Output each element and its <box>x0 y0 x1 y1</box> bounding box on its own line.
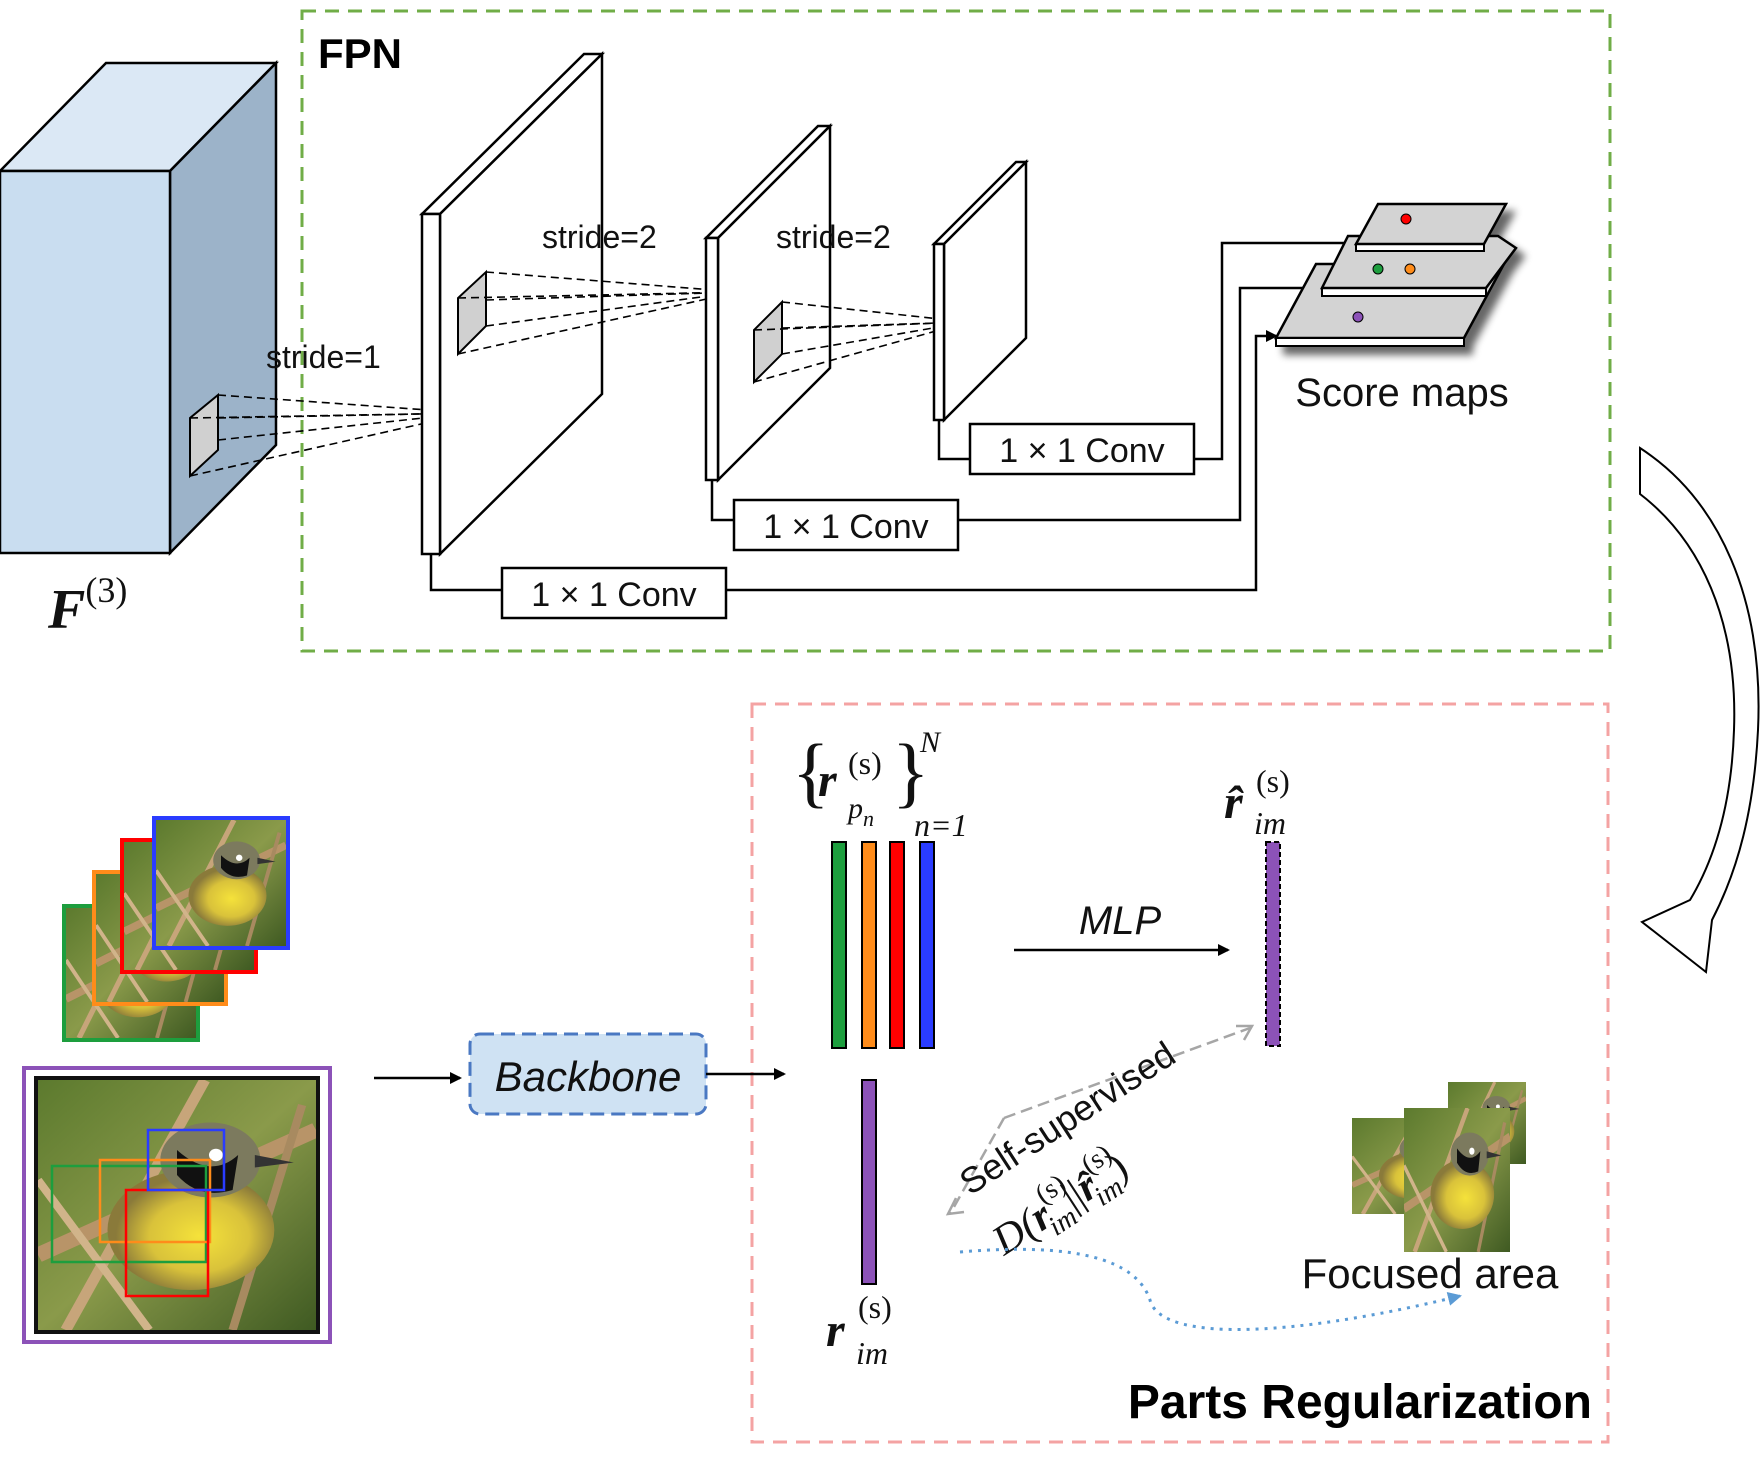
mlp-label: MLP <box>1079 899 1162 943</box>
fpn-plane-1 <box>418 51 606 557</box>
self-sup-arrowhead-bottom <box>945 1197 965 1216</box>
fpn-title: FPN <box>318 30 402 77</box>
parts-box <box>750 702 1610 1444</box>
score-dot-purple <box>1352 311 1364 323</box>
fpn-plane-3 <box>930 158 1030 424</box>
fpn-box <box>300 9 1612 653</box>
conv-connectors <box>429 237 1362 592</box>
score-dot-orange <box>1404 263 1416 275</box>
svg-text:(s): (s) <box>848 745 882 781</box>
score-dot-green <box>1372 263 1384 275</box>
backbone-box: Backbone <box>468 1032 708 1116</box>
score-maps <box>1273 202 1518 347</box>
conv-box-3: 1 × 1 Conv <box>968 422 1196 476</box>
curved-hollow-arrow <box>1639 446 1760 974</box>
svg-text:1 × 1 Conv: 1 × 1 Conv <box>999 432 1164 470</box>
svg-text:}: } <box>892 728 929 815</box>
svg-text:Backbone: Backbone <box>495 1053 682 1100</box>
svg-text:r̂: r̂ <box>1224 776 1245 829</box>
part-bar-red <box>889 841 905 1049</box>
feature-cube <box>0 59 279 557</box>
focused-area-images <box>1352 1082 1526 1252</box>
svg-text:r: r <box>826 1304 846 1357</box>
self-sup-arrow-line-2 <box>948 1117 1006 1215</box>
stride-1-label: stride=1 <box>266 339 381 375</box>
svg-text:(s): (s) <box>858 1289 892 1325</box>
svg-text:{: { <box>792 728 829 815</box>
part-set-label: { r (s) pn } N n=1 <box>792 726 968 843</box>
image-feature-label: r (s) im <box>826 1289 892 1371</box>
svg-text:im: im <box>856 1335 888 1371</box>
stride-2b-label: stride=2 <box>776 219 891 255</box>
svg-text:r: r <box>818 754 838 807</box>
svg-text:n=1: n=1 <box>914 807 968 843</box>
svg-text:N: N <box>919 726 942 759</box>
score-maps-label: Score maps <box>1295 371 1508 415</box>
self-sup-arrow-line <box>1003 1026 1251 1120</box>
self-sup-arrowhead-top <box>1236 1024 1255 1041</box>
svg-text:pn: pn <box>846 792 874 831</box>
stride-2a-label: stride=2 <box>542 219 657 255</box>
image-bar-purple <box>861 1079 877 1285</box>
part-crops <box>62 816 290 1042</box>
part-bar-green <box>831 841 847 1049</box>
part-bar-blue <box>919 841 935 1049</box>
fpn-plane-2 <box>702 122 834 484</box>
svg-text:im: im <box>1254 805 1286 841</box>
projection-lines-2 <box>457 271 739 355</box>
focused-area-label: Focused area <box>1302 1250 1559 1297</box>
svg-text:(s): (s) <box>1256 763 1290 799</box>
conv-box-2: 1 × 1 Conv <box>732 498 960 552</box>
score-dot-red <box>1400 213 1412 225</box>
conv-box-1: 1 × 1 Conv <box>500 566 728 620</box>
part-bar-orange <box>861 841 877 1049</box>
svg-text:1 × 1 Conv: 1 × 1 Conv <box>763 508 928 546</box>
feature-label: F(3) <box>47 570 127 641</box>
parts-title: Parts Regularization <box>1128 1376 1592 1429</box>
input-image <box>22 1066 332 1344</box>
predicted-feature-label: r̂ (s) im <box>1224 763 1290 841</box>
svg-text:1 × 1 Conv: 1 × 1 Conv <box>531 576 696 614</box>
predicted-bar-purple <box>1265 841 1281 1047</box>
